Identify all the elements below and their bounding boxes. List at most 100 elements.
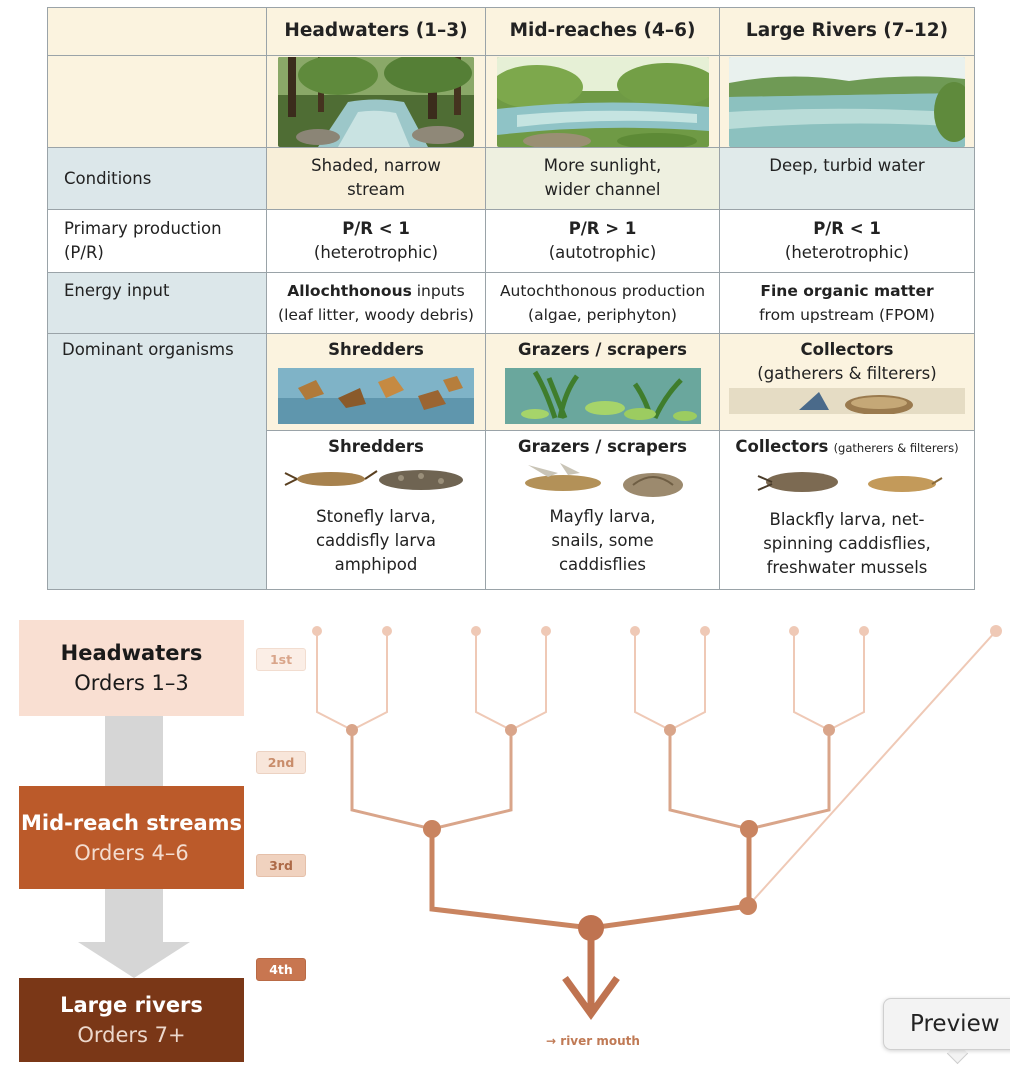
headwaters-conditions-cell: Shaded, narrow stream <box>267 148 486 210</box>
pr-ratio: P/R < 1 <box>342 219 410 238</box>
mid-reach-box: Mid-reach streams Orders 4–6 <box>19 786 244 889</box>
group-name: Shredders <box>328 437 424 456</box>
blackfly-caddisfly-icon <box>757 472 943 492</box>
order-tag-3rd: 3rd <box>256 854 306 877</box>
leaf-litter-icon <box>278 368 474 424</box>
main-confluence <box>578 915 604 941</box>
preview-tooltip[interactable]: Preview <box>883 998 1010 1050</box>
row-label-primary-production: Primary production (P/R) <box>47 210 267 273</box>
second-order-junctions <box>346 724 835 736</box>
box-title: Large rivers <box>60 993 203 1017</box>
order-tag-4th: 4th <box>256 958 306 981</box>
mid-reaches-sunlit-river-image <box>496 56 709 147</box>
row-label-dominant-organisms: Dominant organisms <box>47 334 267 590</box>
group-name: Collectors <box>735 437 829 456</box>
mid-reaches-conditions-cell: More sunlight, wider channel <box>486 148 720 210</box>
large-rivers-collectors-illustration-cell: Collectors (gatherers & filterers) <box>720 334 975 431</box>
river-mouth-label: → river mouth <box>546 1034 640 1048</box>
large-rivers-production-cell: P/R < 1 (heterotrophic) <box>720 210 975 273</box>
energy-line2: (leaf litter, woody debris) <box>278 306 474 324</box>
cell-text: More sunlight, wider channel <box>543 156 662 199</box>
pr-type: (autotrophic) <box>548 243 657 262</box>
energy-source: Autochthonous <box>499 282 617 300</box>
pr-ratio: P/R < 1 <box>813 219 881 238</box>
large-river-wide-water-image <box>729 56 965 147</box>
large-rivers-picture-cell <box>720 56 975 148</box>
third-order-junctions <box>423 820 758 915</box>
row-label-text: Conditions <box>64 168 152 188</box>
order-tag-label: 2nd <box>267 755 295 770</box>
column-header-headwaters: Headwaters (1–3) <box>267 7 486 56</box>
box-title: Headwaters <box>60 641 203 665</box>
row-label-conditions: Conditions <box>47 148 267 210</box>
first-order-streams <box>316 630 997 907</box>
cell-text: Shaded, narrow stream <box>311 156 441 199</box>
down-arrow-shaft-1 <box>105 715 163 787</box>
box-orders: Orders 1–3 <box>74 671 189 695</box>
column-header-mid-reaches: Mid-reaches (4–6) <box>486 7 720 56</box>
order-tag-label: 1st <box>269 652 293 667</box>
energy-rest: inputs <box>411 282 465 300</box>
large-rivers-conditions-cell: Deep, turbid water <box>720 148 975 210</box>
group-name: Collectors <box>800 340 894 359</box>
third-order-streams <box>429 829 752 931</box>
group-subtitle: (gatherers & filterers) <box>833 441 959 455</box>
group-name: Grazers / scrapers <box>518 437 687 456</box>
mid-reaches-organism-examples-cell: Grazers / scrapers Mayfly larva, snails,… <box>486 431 720 590</box>
mid-reaches-energy-cell: Autochthonous production (algae, periphy… <box>486 273 720 334</box>
cell-text: Deep, turbid water <box>769 156 925 175</box>
energy-line2: from upstream (FPOM) <box>759 306 935 324</box>
example-organisms: Stonefly larva, caddisfly larva amphipod <box>315 507 437 574</box>
mayfly-snail-icon <box>524 463 683 497</box>
group-name: Shredders <box>328 340 424 359</box>
headwaters-energy-cell: Allochthonous inputs (leaf litter, woody… <box>267 273 486 334</box>
mussel-filterer-icon <box>729 388 965 414</box>
pr-type: (heterotrophic) <box>313 243 439 262</box>
energy-source: Fine organic matter <box>760 282 934 300</box>
energy-source: Allochthonous <box>287 282 412 300</box>
group-subtitle: (gatherers & filterers) <box>757 364 937 383</box>
river-mouth-arrow <box>562 975 620 1020</box>
energy-line1: Autochthonous production <box>500 279 705 303</box>
row-label-text: Primary production (P/R) <box>64 219 222 262</box>
headwaters-production-cell: P/R < 1 (heterotrophic) <box>267 210 486 273</box>
example-organisms: Blackfly larva, net-spinning caddisflies… <box>763 510 931 577</box>
header-corner-cell <box>47 7 267 56</box>
order-tag-2nd: 2nd <box>256 751 306 774</box>
row-label-energy-input: Energy input <box>47 273 267 334</box>
box-title: Mid-reach streams <box>20 810 242 835</box>
down-arrow-shaft-2 <box>105 888 163 943</box>
mid-reaches-picture-cell <box>486 56 720 148</box>
headwaters-box: Headwaters Orders 1–3 <box>19 620 244 716</box>
energy-line2: (algae, periphyton) <box>528 306 677 324</box>
example-organisms: Mayfly larva, snails, some caddisflies <box>549 507 656 574</box>
group-line: Collectors (gatherers & filterers) <box>735 435 958 460</box>
river-continuum-table: Headwaters (1–3) Mid-reaches (4–6) Large… <box>47 7 975 590</box>
stonefly-caddisfly-icon <box>284 470 463 490</box>
down-arrow-head <box>78 942 190 978</box>
headwaters-shredders-illustration-cell: Shredders <box>267 334 486 431</box>
large-rivers-organism-examples-cell: Collectors (gatherers & filterers) Black… <box>720 431 975 590</box>
mid-reaches-grazers-illustration-cell: Grazers / scrapers <box>486 334 720 431</box>
pr-ratio: P/R > 1 <box>568 219 637 238</box>
headwaters-forest-stream-image <box>278 56 474 147</box>
preview-label: Preview <box>910 1011 1000 1037</box>
mid-reaches-production-cell: P/R > 1 (autotrophic) <box>486 210 720 273</box>
box-orders: Orders 7+ <box>77 1023 186 1047</box>
column-header-label: Headwaters (1–3) <box>284 20 468 41</box>
energy-rest: production <box>616 282 706 300</box>
large-rivers-energy-cell: Fine organic matter from upstream (FPOM) <box>720 273 975 334</box>
group-name: Grazers / scrapers <box>518 340 687 359</box>
row-label-text: Dominant organisms <box>62 340 234 359</box>
second-order-streams <box>350 730 831 831</box>
box-orders: Orders 4–6 <box>74 840 189 865</box>
order-tag-1st: 1st <box>256 648 306 671</box>
large-rivers-box: Large rivers Orders 7+ <box>19 978 244 1062</box>
picture-row-label-cell <box>47 56 267 148</box>
order-tag-label: 4th <box>269 962 293 977</box>
order-tag-label: 3rd <box>269 858 293 873</box>
pr-type: (heterotrophic) <box>784 243 910 262</box>
energy-line1: Allochthonous inputs <box>287 279 464 303</box>
column-header-label: Mid-reaches (4–6) <box>509 20 696 41</box>
